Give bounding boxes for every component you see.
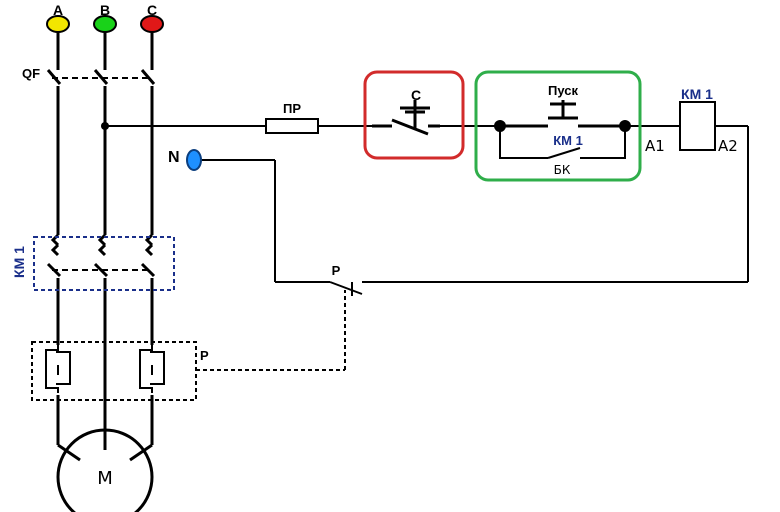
motor-symbol — [56, 428, 154, 512]
fuse-label: ПР — [283, 101, 301, 116]
phase-c-lamp — [140, 15, 164, 33]
contactor-main-label: КМ 1 — [11, 246, 27, 278]
aux-contact — [499, 126, 626, 159]
phase-b-lamp — [93, 15, 117, 33]
relay-contact-label: Р — [332, 263, 341, 278]
relay-contact — [329, 281, 363, 296]
coil-symbol — [679, 101, 716, 151]
junction-dot — [101, 122, 109, 130]
stop-button[interactable] — [372, 100, 440, 136]
stop-button-highlight — [363, 70, 465, 160]
coil-terminal-a2: А2 — [718, 137, 738, 155]
thermal-relay — [31, 290, 346, 401]
phase-lamps: A B C — [46, 2, 164, 33]
start-button[interactable] — [500, 100, 625, 128]
thermal-relay-label: Р — [200, 348, 209, 363]
phase-b-label: B — [100, 2, 110, 18]
phase-c-label: C — [147, 2, 157, 18]
coil-label: КМ 1 — [681, 86, 713, 102]
motor-label: М — [97, 468, 113, 489]
start-button-label: Пуск — [548, 83, 578, 98]
phase-a-lamp — [46, 15, 70, 33]
fuse-symbol — [265, 118, 319, 134]
start-button-highlight — [474, 70, 642, 182]
contactor-main-box — [33, 236, 175, 291]
phase-a-label: A — [53, 2, 63, 18]
aux-contact-sublabel: БК — [554, 163, 571, 177]
aux-contact-label: КМ 1 — [553, 133, 583, 148]
neutral-terminal — [186, 149, 202, 171]
neutral-label: N — [168, 149, 180, 166]
coil-terminal-a1: А1 — [645, 137, 665, 155]
control-line — [105, 125, 749, 283]
stop-button-label: С — [411, 87, 421, 103]
breaker-label: QF — [22, 66, 40, 81]
phase-wires — [46, 32, 156, 462]
